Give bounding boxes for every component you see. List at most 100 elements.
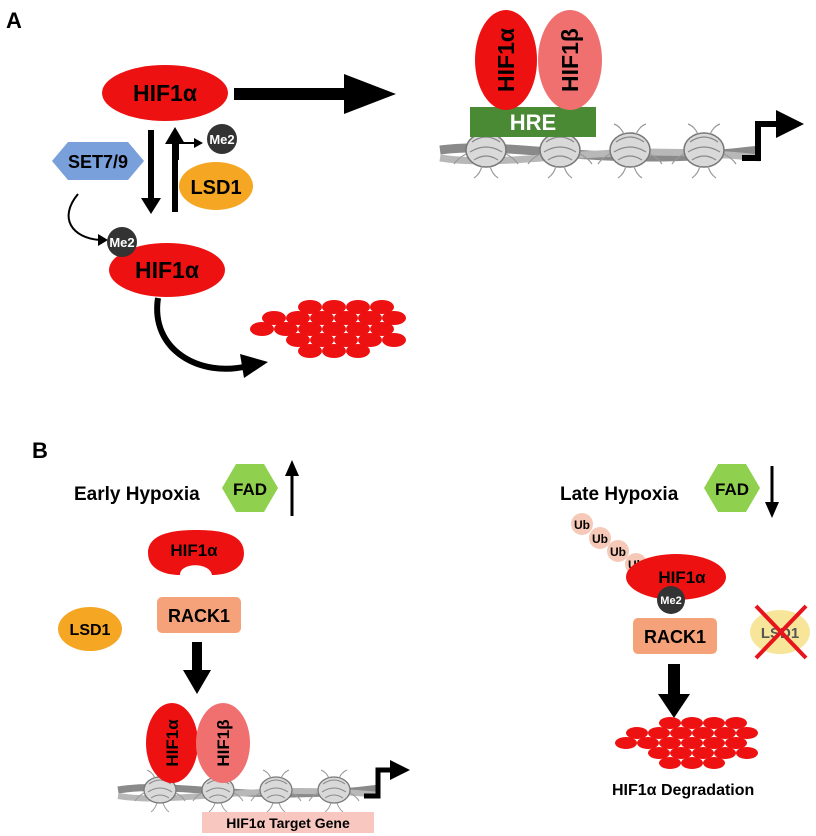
dna-strand-a xyxy=(439,123,761,179)
degradation-label: HIF1α Degradation xyxy=(612,782,754,799)
fad-up-arrow xyxy=(285,460,299,516)
me2-late-circle: Me2 xyxy=(657,586,685,614)
lsd1-ellipse-a: LSD1 xyxy=(179,162,253,210)
early-hypoxia-title: Early Hypoxia xyxy=(74,484,200,505)
fragment-oval xyxy=(346,300,370,314)
fragment-oval xyxy=(615,737,637,749)
fad-late-label: FAD xyxy=(715,480,749,499)
fragment-oval xyxy=(334,333,358,347)
hre-label: HRE xyxy=(510,110,556,135)
lsd1-early-ellipse: LSD1 xyxy=(58,607,122,651)
ub-circle: Ub xyxy=(589,527,611,549)
methylation-arrows xyxy=(141,127,203,214)
early-down-arrow xyxy=(183,642,211,694)
hif1b-on-dna-early: HIF1β xyxy=(196,703,250,783)
fragment-oval xyxy=(670,747,692,759)
fragment-oval xyxy=(298,322,322,336)
me2-lower-label: Me2 xyxy=(109,235,134,250)
hif1a-bottom-label: HIF1α xyxy=(135,257,199,283)
lsd1-crossed-out: LSD1 xyxy=(750,604,810,660)
fragment-oval xyxy=(322,344,346,358)
fragment-oval xyxy=(659,757,681,769)
me2-lower-circle: Me2 xyxy=(107,227,137,257)
fragment-oval xyxy=(626,727,648,739)
fragment-oval xyxy=(637,737,659,749)
hif1a-on-dna-a-label: HIF1α xyxy=(493,28,519,92)
fragment-oval xyxy=(334,311,358,325)
cross-mark xyxy=(754,604,808,660)
fragment-oval xyxy=(298,300,322,314)
fragment-oval xyxy=(692,747,714,759)
ub-circle: Ub xyxy=(607,540,629,562)
fragment-oval xyxy=(310,333,334,347)
hif1a-late-protein: HIF1α xyxy=(626,554,726,600)
hif1b-on-dna-early-label: HIF1β xyxy=(214,719,233,766)
hif1a-top-protein: HIF1α xyxy=(102,65,228,121)
set7-9-hexagon: SET7/9 xyxy=(52,142,144,180)
fragment-oval xyxy=(681,737,703,749)
fad-hexagon-late: FAD xyxy=(704,464,760,512)
fragment-oval xyxy=(262,311,286,325)
fragment-oval xyxy=(382,311,406,325)
ub-circle: Ub xyxy=(571,513,593,535)
panel-a-label: A xyxy=(6,8,22,33)
hif1a-bottom-protein: HIF1α xyxy=(109,243,225,297)
me2-upper-label: Me2 xyxy=(209,132,234,147)
degradation-curved-arrow-a xyxy=(154,297,268,378)
fragment-oval xyxy=(310,311,334,325)
fragment-oval xyxy=(703,717,725,729)
fragment-oval xyxy=(346,344,370,358)
fragment-oval xyxy=(370,322,394,336)
fragment-oval xyxy=(725,717,747,729)
hif1a-on-dna-a: HIF1α xyxy=(475,10,537,110)
hif1a-on-dna-early-label: HIF1α xyxy=(163,719,182,767)
target-gene-label: HIF1α Target Gene xyxy=(226,815,350,831)
hif1b-on-dna-a: HIF1β xyxy=(538,10,602,110)
lsd1-label-a: LSD1 xyxy=(190,177,241,199)
fragment-oval xyxy=(714,727,736,739)
fragment-oval xyxy=(681,757,703,769)
fragment-oval xyxy=(370,300,394,314)
hif1a-on-dna-early: HIF1α xyxy=(146,703,198,783)
degraded-fragments-b xyxy=(615,717,758,769)
target-gene-box: HIF1α Target Gene xyxy=(202,812,374,833)
rack1-early-label: RACK1 xyxy=(168,606,230,626)
hif1b-on-dna-a-label: HIF1β xyxy=(557,28,583,92)
panel-b-label: B xyxy=(32,438,48,463)
ub-label: Ub xyxy=(610,545,626,559)
big-arrow-to-dna xyxy=(234,74,396,114)
fragment-oval xyxy=(286,333,310,347)
fragment-oval xyxy=(346,322,370,336)
set7-9-label: SET7/9 xyxy=(68,152,128,172)
fragment-oval xyxy=(274,322,298,336)
hif1a-early-label: HIF1α xyxy=(170,541,218,560)
set7-curved-arrow xyxy=(67,193,108,246)
fragment-oval xyxy=(659,717,681,729)
fragment-oval xyxy=(692,727,714,739)
fragment-oval xyxy=(648,727,670,739)
fragment-oval xyxy=(725,737,747,749)
hre-box: HRE xyxy=(470,107,596,137)
fragment-oval xyxy=(358,311,382,325)
fragment-oval xyxy=(298,344,322,358)
ub-label: Ub xyxy=(574,518,590,532)
fad-early-label: FAD xyxy=(233,480,267,499)
fragment-oval xyxy=(358,333,382,347)
fragment-oval xyxy=(681,717,703,729)
late-hypoxia-title: Late Hypoxia xyxy=(560,484,679,505)
ub-label: Ub xyxy=(592,532,608,546)
fragment-oval xyxy=(659,737,681,749)
fragment-oval xyxy=(322,322,346,336)
late-down-arrow xyxy=(658,664,690,718)
transcription-start-arrow-a xyxy=(742,110,804,161)
fragment-oval xyxy=(714,747,736,759)
fragment-oval xyxy=(736,727,758,739)
rack1-late-box: RACK1 xyxy=(633,618,717,654)
fragment-oval xyxy=(322,300,346,314)
rack1-late-label: RACK1 xyxy=(644,627,706,647)
fragment-oval xyxy=(703,757,725,769)
fragment-oval xyxy=(736,747,758,759)
fragment-oval xyxy=(703,737,725,749)
fragment-oval xyxy=(286,311,310,325)
